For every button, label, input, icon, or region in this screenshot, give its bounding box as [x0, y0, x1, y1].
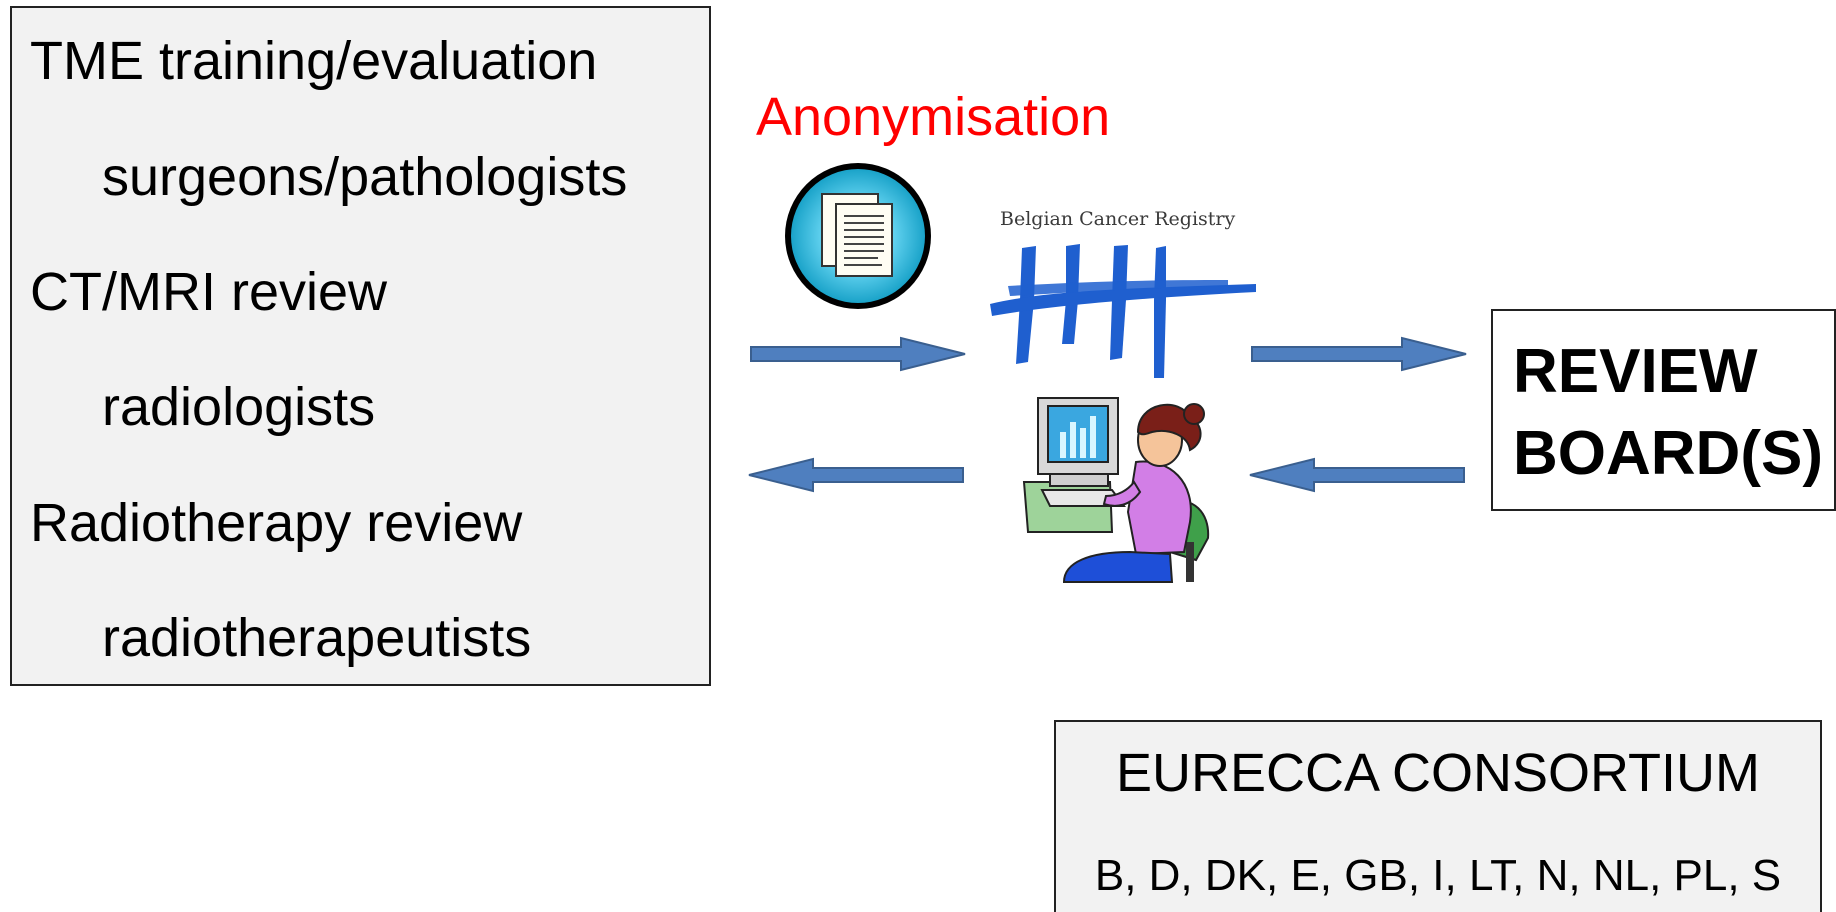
item-surgeons-pathologists: surgeons/pathologists: [102, 147, 628, 207]
registry-logo-icon: [990, 244, 1256, 378]
registry-caption: Belgian Cancer Registry: [1000, 208, 1236, 230]
right-arrow-icon: [1251, 336, 1467, 372]
review-types-panel: TME training/evaluation surgeons/patholo…: [10, 6, 711, 686]
item-radiotherapeutists: radiotherapeutists: [102, 608, 532, 668]
review-board-line2: BOARD(S): [1513, 419, 1823, 488]
review-board-line1: REVIEW: [1513, 337, 1758, 406]
documents-icon: [785, 163, 931, 309]
item-radiotherapy-review: Radiotherapy review: [30, 493, 523, 553]
review-board-box: REVIEW BOARD(S): [1491, 309, 1836, 511]
right-arrow-icon: [750, 336, 966, 372]
consortium-countries: B, D, DK, E, GB, I, LT, N, NL, PL, S: [1094, 851, 1782, 900]
anonymisation-label: Anonymisation: [756, 87, 1111, 147]
item-radiologists: radiologists: [102, 377, 376, 437]
item-tme-training: TME training/evaluation: [30, 31, 598, 91]
item-ct-mri-review: CT/MRI review: [30, 262, 388, 322]
left-arrow-icon: [748, 457, 964, 493]
consortium-title: EURECCA CONSORTIUM: [1115, 743, 1761, 803]
left-arrow-icon: [1249, 457, 1465, 493]
consortium-box: EURECCA CONSORTIUM B, D, DK, E, GB, I, L…: [1054, 720, 1822, 912]
person-at-computer-icon: [1022, 397, 1210, 583]
